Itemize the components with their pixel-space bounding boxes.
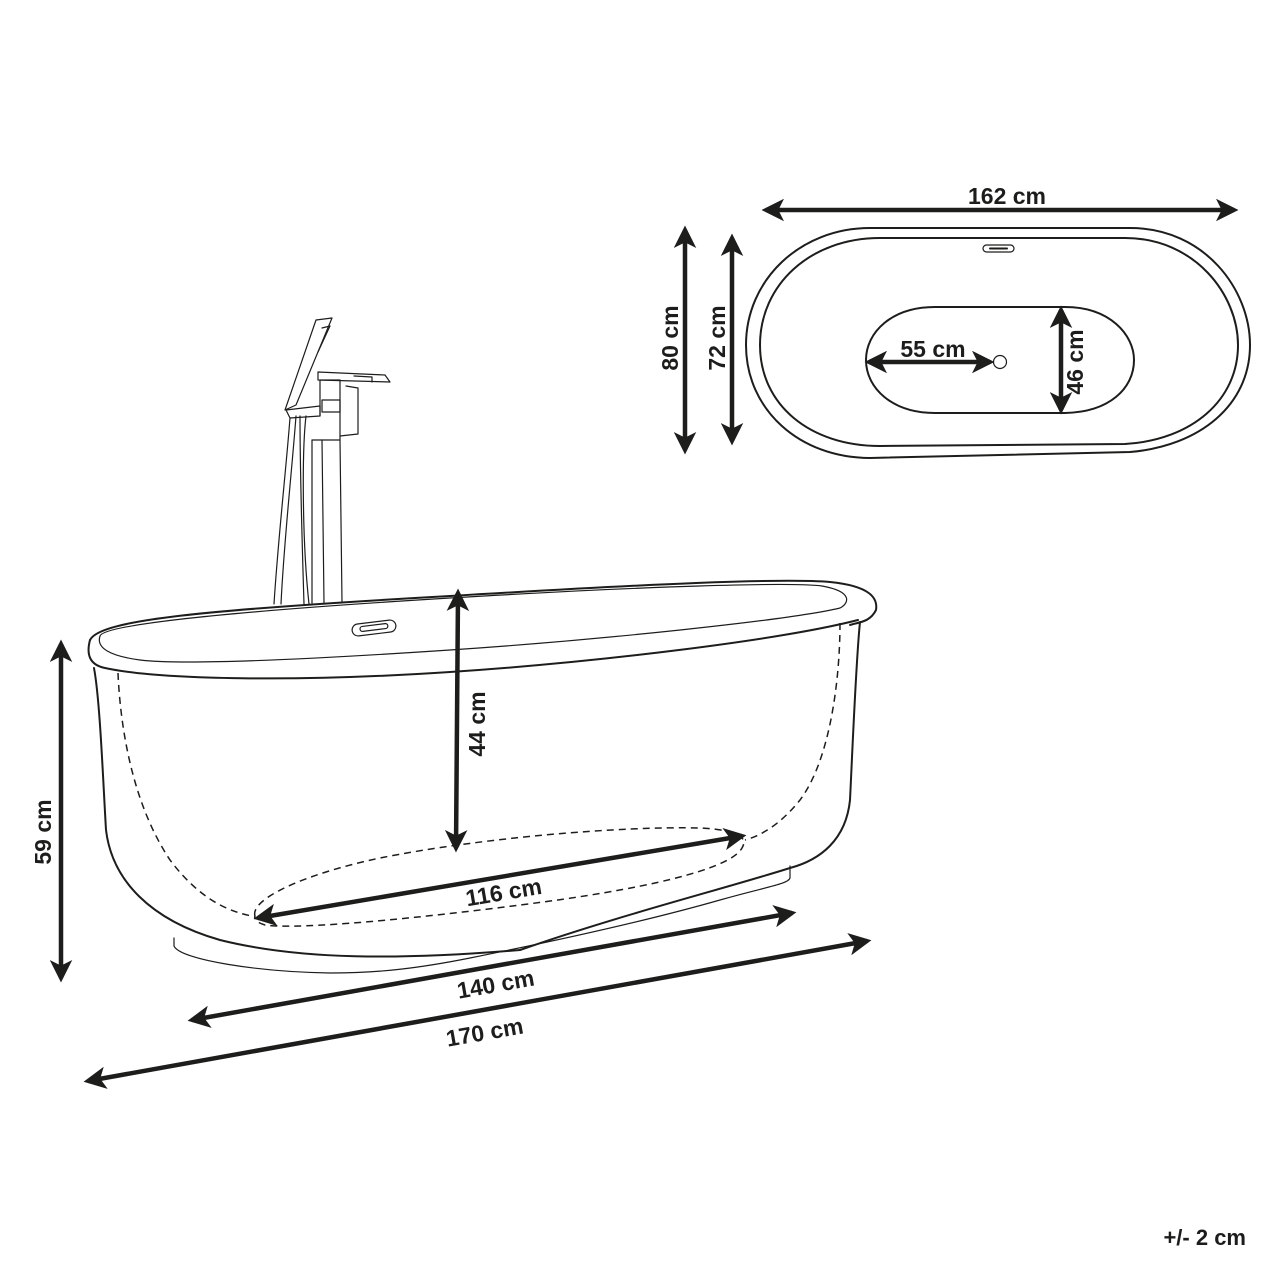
dim-arrow-170 bbox=[83, 933, 872, 1089]
tub-interior-hidden-line-right bbox=[744, 622, 841, 841]
tub-interior-hidden-line bbox=[117, 672, 253, 917]
drain-icon bbox=[992, 354, 1008, 370]
dim-arrow-44 bbox=[444, 588, 470, 853]
dim-arrow-140 bbox=[187, 905, 797, 1028]
label-inner-width: 72 cm bbox=[704, 305, 730, 370]
side-view: 59 cm 44 cm 116 cm 140 cm 170 cm bbox=[30, 317, 878, 1089]
label-inner-bottom-length: 116 cm bbox=[464, 873, 544, 911]
label-drain-offset: 55 cm bbox=[900, 336, 965, 362]
dim-arrow-116 bbox=[253, 827, 747, 927]
label-total-height: 59 cm bbox=[30, 799, 56, 864]
top-view: 162 cm 80 cm 72 cm 55 cm 46 cm bbox=[657, 183, 1251, 459]
tolerance-note: +/- 2 cm bbox=[1163, 1225, 1246, 1250]
tub-rim-lower bbox=[87, 619, 859, 680]
label-inner-depth: 44 cm bbox=[464, 691, 490, 756]
label-overall-length-top: 162 cm bbox=[968, 183, 1046, 209]
floor-faucet-icon bbox=[273, 317, 391, 605]
overflow-slot-side-icon bbox=[351, 619, 397, 637]
tub-right-wall bbox=[519, 621, 861, 951]
overflow-slot-side-inner-icon bbox=[359, 623, 389, 633]
overflow-slot-icon bbox=[982, 244, 1015, 253]
tub-rim-inner bbox=[98, 583, 848, 663]
label-overall-length-side: 170 cm bbox=[444, 1013, 525, 1052]
label-base-width: 46 cm bbox=[1062, 329, 1088, 394]
tub-inner-rim bbox=[759, 237, 1239, 447]
overflow-slot-inner-icon bbox=[989, 247, 1008, 250]
label-overall-width: 80 cm bbox=[657, 305, 683, 370]
tub-outer-rim bbox=[745, 227, 1251, 459]
tub-rim-top bbox=[89, 579, 878, 641]
